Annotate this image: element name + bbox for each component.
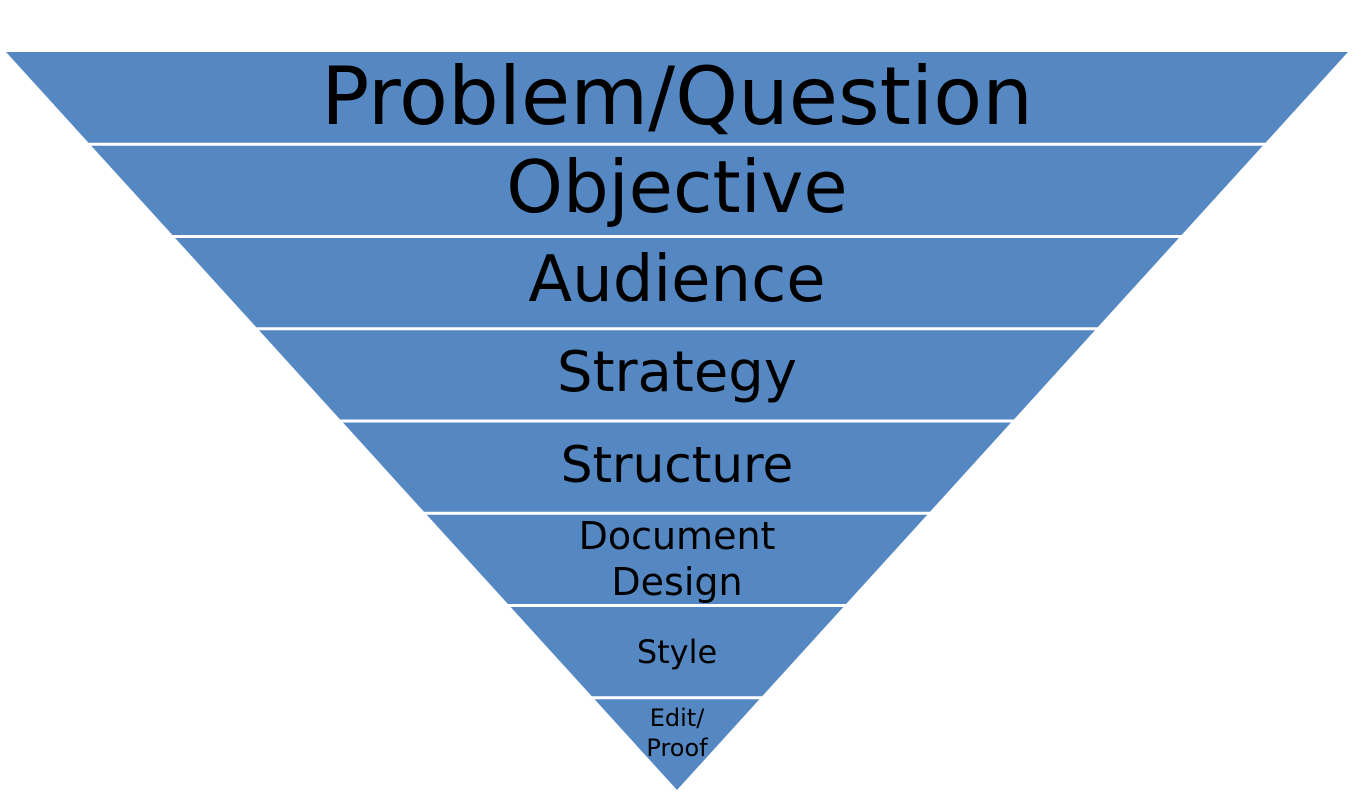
funnel-band-4 (259, 330, 1095, 420)
funnel-band-1 (6, 52, 1348, 143)
funnel-band-8 (594, 699, 760, 790)
funnel-band-2 (91, 145, 1263, 235)
funnel-band-7 (510, 607, 844, 697)
funnel-band-6 (426, 514, 928, 604)
funnel-band-3 (175, 238, 1179, 328)
funnel-band-5 (342, 422, 1012, 512)
